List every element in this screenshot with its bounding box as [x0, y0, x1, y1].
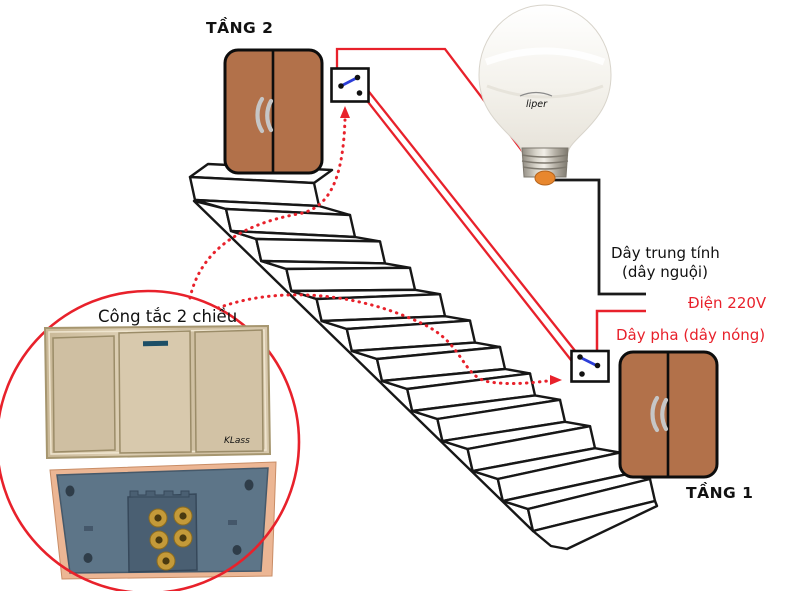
- switch-back-photo: [49, 461, 277, 580]
- traveler-wire-2: [360, 92, 583, 375]
- light-bulb: liper: [478, 4, 612, 186]
- floor2-label: TẦNG 2: [206, 16, 273, 37]
- arrow-up-icon: [340, 106, 350, 118]
- neutral-wire: [549, 178, 646, 296]
- switch-brand-label: KLass: [224, 436, 250, 446]
- lower-cabinet: [618, 350, 719, 479]
- floor1-label: TẦNG 1: [686, 481, 753, 502]
- stair-step: [531, 499, 659, 551]
- switch-callout-label: Công tắc 2 chiều: [98, 307, 237, 326]
- stair-step: [285, 266, 417, 293]
- cabinet-handle-icon: [650, 395, 669, 433]
- staircase: [188, 162, 659, 551]
- dotted-arrow-to-upper-switch: [188, 118, 347, 300]
- switch-front-photo: KLass: [43, 324, 272, 460]
- cabinet-handle-icon: [255, 96, 274, 134]
- live-wires: [335, 47, 646, 375]
- upper-cabinet: [223, 48, 324, 175]
- arrow-right-icon: [550, 375, 562, 385]
- neutral-label-line2: (dây nguội): [622, 263, 708, 281]
- neutral-label-line1: Dây trung tính: [611, 244, 720, 262]
- stair-step: [255, 237, 387, 265]
- phase-wire: [595, 309, 646, 364]
- callout-circle: [0, 289, 301, 591]
- dotted-arrow-to-lower-switch: [216, 293, 549, 386]
- traveler-wire-1: [357, 77, 581, 358]
- lower-switch-box: [570, 349, 610, 383]
- upper-switch-box: [330, 67, 370, 103]
- bulb-brand-label: liper: [526, 99, 548, 110]
- power-220v-label: Điện 220V: [688, 294, 767, 312]
- phase-label: Dây pha (dây nóng): [616, 326, 765, 344]
